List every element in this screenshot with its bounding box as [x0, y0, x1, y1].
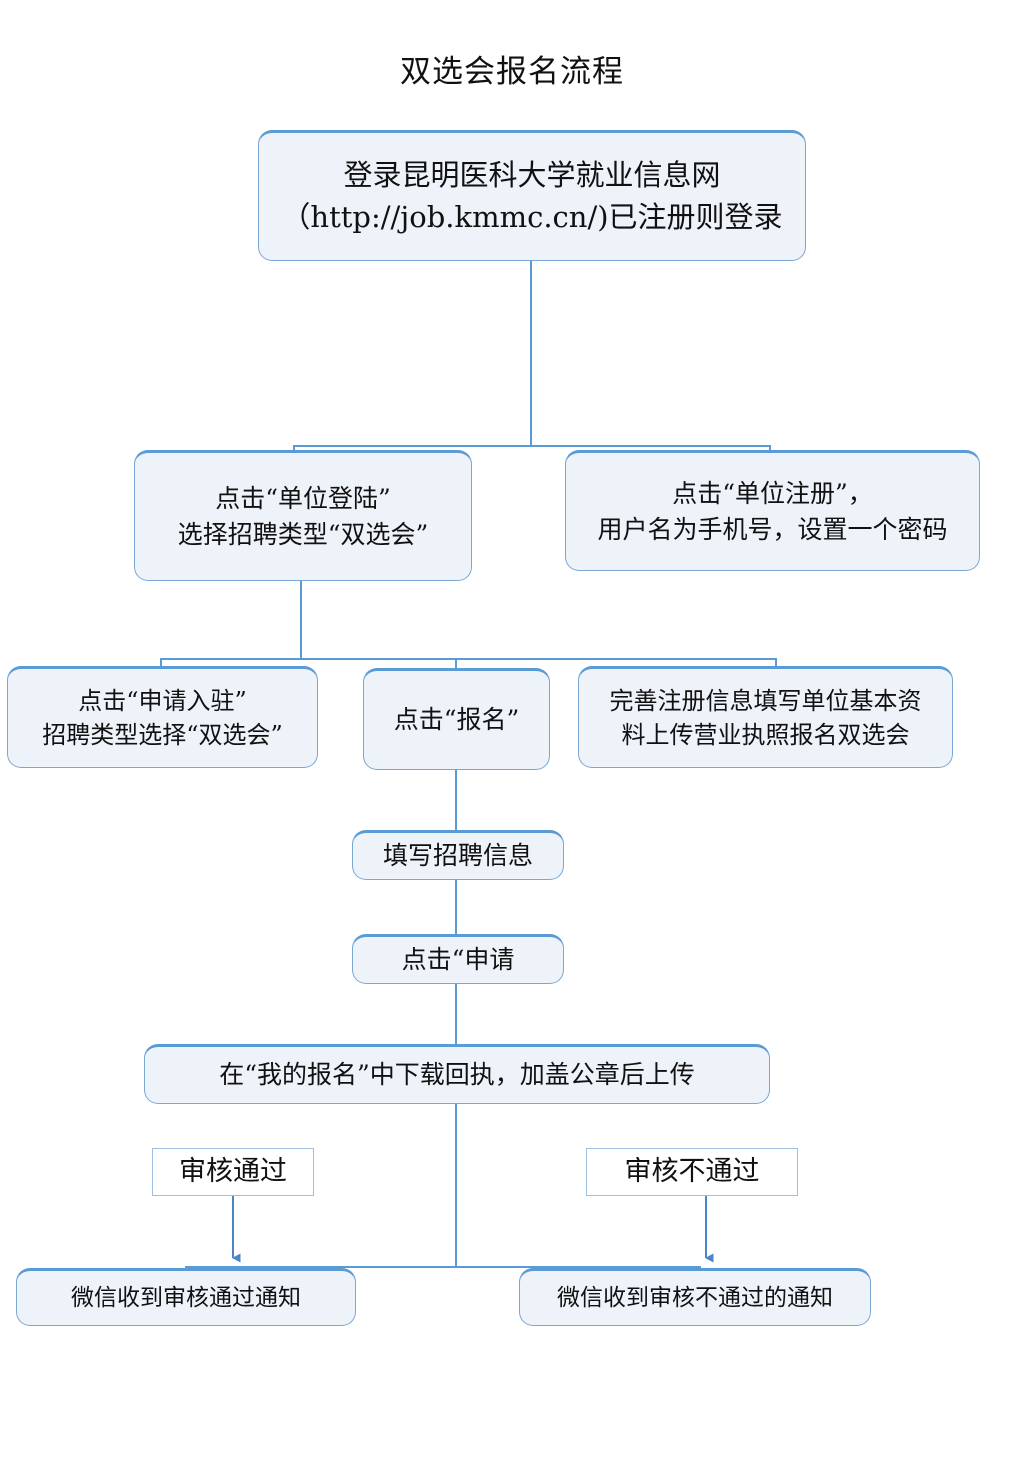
node-login-line-1: 登录昆明医科大学就业信息网 — [343, 158, 721, 193]
node-review-failed-line-1: 审核不通过 — [624, 1155, 760, 1187]
node-complete-registration[interactable]: 完善注册信息填写单位基本资 料上传营业执照报名双选会 — [578, 666, 953, 768]
node-unit-login[interactable]: 点击“单位登陆” 选择招聘类型“双选会” — [134, 450, 472, 581]
node-apply-join[interactable]: 点击“申请入驻” 招聘类型选择“双选会” — [7, 666, 318, 768]
node-unit-registration-line-1: 点击“单位注册”， — [672, 479, 873, 508]
node-wechat-pass-notice[interactable]: 微信收到审核通过通知 — [16, 1268, 356, 1326]
node-login-line-2: （http://job.kmmc.cn/)已注册则登录 — [281, 199, 783, 234]
node-complete-registration-line-2: 料上传营业执照报名双选会 — [621, 721, 910, 749]
node-wechat-pass-notice-line-1: 微信收到审核通过通知 — [71, 1284, 301, 1311]
node-click-apply-line-1: 点击“申请 — [401, 945, 515, 975]
node-download-receipt-line-1: 在“我的报名”中下载回执，加盖公章后上传 — [219, 1060, 695, 1090]
node-signup-line-1: 点击“报名” — [393, 705, 520, 735]
node-unit-login-line-2: 选择招聘类型“双选会” — [177, 519, 429, 549]
node-apply-join-line-2: 招聘类型选择“双选会” — [42, 721, 283, 749]
node-unit-registration-line-2: 用户名为手机号，设置一个密码 — [597, 514, 948, 544]
page-title: 双选会报名流程 — [400, 54, 624, 90]
node-review-failed[interactable]: 审核不通过 — [586, 1148, 798, 1196]
node-login[interactable]: 登录昆明医科大学就业信息网 （http://job.kmmc.cn/)已注册则登… — [258, 130, 806, 261]
node-fill-recruitment-info-line-1: 填写招聘信息 — [382, 841, 533, 871]
node-apply-join-line-1: 点击“申请入驻” — [78, 686, 247, 715]
node-review-passed-line-1: 审核通过 — [179, 1155, 287, 1187]
node-unit-registration[interactable]: 点击“单位注册”， 用户名为手机号，设置一个密码 — [565, 450, 980, 571]
node-signup[interactable]: 点击“报名” — [363, 668, 550, 770]
node-wechat-fail-notice[interactable]: 微信收到审核不通过的通知 — [519, 1268, 871, 1326]
node-fill-recruitment-info[interactable]: 填写招聘信息 — [352, 830, 564, 880]
node-unit-login-line-1: 点击“单位登陆” — [215, 484, 391, 513]
node-wechat-fail-notice-line-1: 微信收到审核不通过的通知 — [557, 1284, 833, 1311]
node-download-receipt[interactable]: 在“我的报名”中下载回执，加盖公章后上传 — [144, 1044, 770, 1104]
node-complete-registration-line-1: 完善注册信息填写单位基本资 — [609, 686, 922, 715]
node-review-passed[interactable]: 审核通过 — [152, 1148, 314, 1196]
node-click-apply[interactable]: 点击“申请 — [352, 934, 564, 984]
